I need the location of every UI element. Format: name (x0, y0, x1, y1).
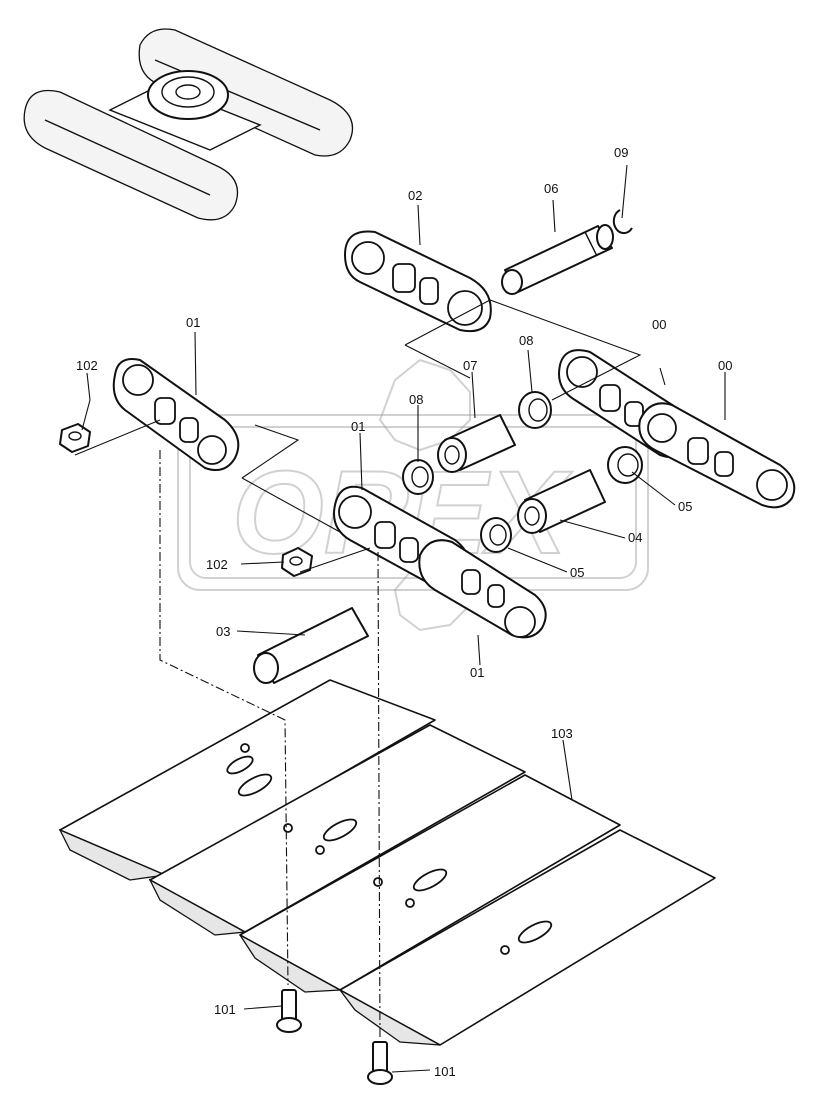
callout-08-right: 08 (519, 333, 533, 348)
link-01-lower (418, 539, 547, 639)
callout-101-left: 101 (214, 1002, 236, 1017)
seal-08-right (518, 391, 552, 429)
callout-05-left: 05 (570, 565, 584, 580)
link-01-left (112, 358, 240, 471)
front-track (23, 89, 239, 221)
callout-02: 02 (408, 188, 422, 203)
link-00-lower (638, 402, 796, 509)
track-shoes (58, 679, 716, 1046)
nut-102-left (59, 423, 91, 453)
shoe-bolt-holes (226, 743, 553, 955)
callout-00-lower: 00 (718, 358, 732, 373)
bolt-101-left (276, 989, 302, 1033)
seal-05-right (607, 446, 643, 484)
callout-04: 04 (628, 530, 642, 545)
nut-102-center (281, 547, 313, 577)
watermark-frame-outer (177, 414, 649, 591)
seal-05-left (480, 517, 512, 553)
seal-08-left (402, 459, 434, 495)
callout-01-lower: 01 (470, 665, 484, 680)
callout-07: 07 (463, 358, 477, 373)
crawler-overview (23, 28, 354, 221)
callout-01-center: 01 (351, 419, 365, 434)
circlip-09 (612, 209, 633, 235)
callout-09: 09 (614, 145, 628, 160)
watermark-frame-inner (189, 426, 637, 579)
bushing-04 (517, 469, 606, 534)
callout-00-upper: 00 (652, 317, 666, 332)
assembly-guides (74, 299, 642, 1041)
callout-103: 103 (551, 726, 573, 741)
callout-05-right: 05 (678, 499, 692, 514)
callout-leaders (81, 164, 726, 1073)
pin-06 (501, 224, 614, 295)
bushing-07 (437, 414, 516, 473)
rear-track (138, 28, 354, 157)
callout-01-left: 01 (186, 315, 200, 330)
callout-102-left: 102 (76, 358, 98, 373)
bolt-101-right (367, 1041, 393, 1085)
callout-labels: 09 06 02 01 102 00 00 08 07 08 01 05 04 … (76, 145, 732, 1079)
link-02 (344, 230, 492, 333)
callout-102-center: 102 (206, 557, 228, 572)
callout-08-left: 08 (409, 392, 423, 407)
callout-101-right: 101 (434, 1064, 456, 1079)
pin-03 (253, 607, 369, 684)
callout-03: 03 (216, 624, 230, 639)
callout-06: 06 (544, 181, 558, 196)
